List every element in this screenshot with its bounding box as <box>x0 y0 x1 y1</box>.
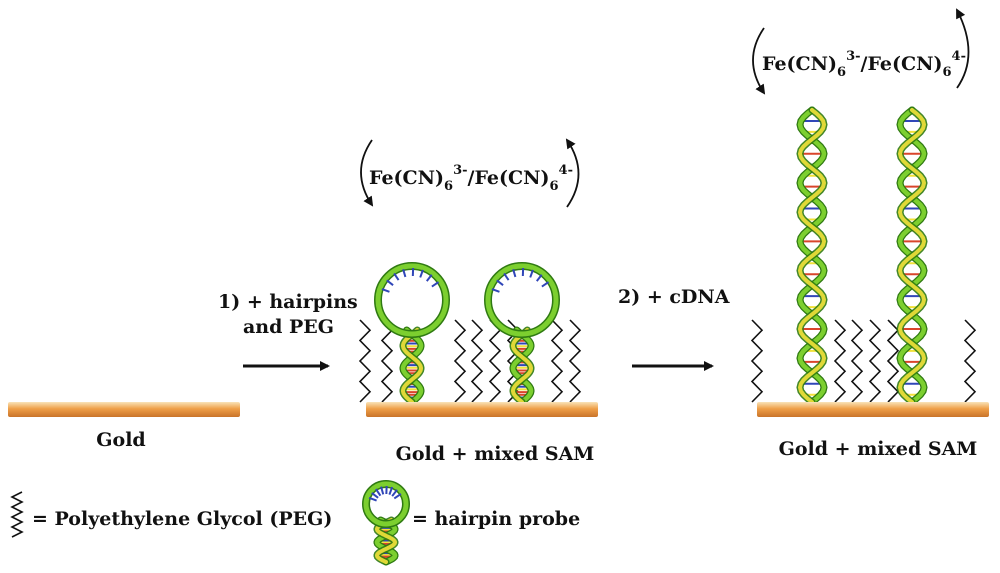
redox-couple-middle: Fe(CN)63-/Fe(CN)64- <box>360 138 580 208</box>
peg-chain <box>470 319 484 403</box>
legend-probe-label: = hairpin probe <box>412 508 580 530</box>
dna-duplex-group <box>796 106 928 406</box>
bare-gold-electrode <box>8 402 240 417</box>
hybridized-label: Gold + mixed SAM <box>779 438 978 460</box>
peg-chain <box>963 319 977 403</box>
redox-formula: Fe(CN)63-/Fe(CN)64- <box>762 49 966 80</box>
dna-helix <box>399 326 425 406</box>
redox-cycle-arrow-icon <box>565 138 580 208</box>
hairpin-probe <box>484 262 560 406</box>
redox-cycle-arrow-icon <box>360 139 374 207</box>
step2-label: 2) + cDNA <box>618 286 730 308</box>
peg-chain-group <box>750 319 977 403</box>
dna-helix <box>509 326 535 406</box>
step1-label-line2: and PEG <box>243 316 334 338</box>
dna-helix <box>796 106 828 406</box>
peg-chain <box>850 319 864 403</box>
redox-formula: Fe(CN)63-/Fe(CN)64- <box>369 163 573 194</box>
hairpin-probe <box>362 480 410 566</box>
redox-cycle-arrow-icon <box>752 27 766 95</box>
dna-helix <box>896 106 928 406</box>
mixed-sam-electrode <box>358 262 598 417</box>
peg-chain <box>750 319 764 403</box>
mixed-sam-label: Gold + mixed SAM <box>396 443 595 465</box>
legend: = Polyethylene Glycol (PEG) = hairpin pr… <box>10 480 580 566</box>
peg-chain <box>868 319 882 403</box>
gold-substrate <box>757 402 989 417</box>
peg-chain <box>380 319 394 403</box>
peg-chain <box>550 319 564 403</box>
hairpin-probe-group <box>374 262 560 406</box>
peg-zigzag-icon <box>10 491 24 538</box>
peg-chain <box>358 319 372 403</box>
gold-substrate <box>366 402 598 417</box>
step1-label-line1: 1) + hairpins <box>218 291 358 313</box>
peg-chain <box>568 319 582 403</box>
hairpin-probe <box>374 262 450 406</box>
bare-gold-label: Gold <box>96 429 145 451</box>
legend-peg-label: = Polyethylene Glycol (PEG) <box>32 508 332 530</box>
peg-chain <box>453 319 467 403</box>
hybridized-electrode <box>750 106 989 417</box>
peg-chain <box>833 319 847 403</box>
peg-chain <box>488 319 502 403</box>
redox-cycle-arrow-icon <box>956 8 970 89</box>
redox-couple-right: Fe(CN)63-/Fe(CN)64- <box>752 8 970 95</box>
hairpin-probe-icon <box>362 480 410 566</box>
peg-chain <box>886 319 900 403</box>
dna-helix <box>373 516 399 566</box>
